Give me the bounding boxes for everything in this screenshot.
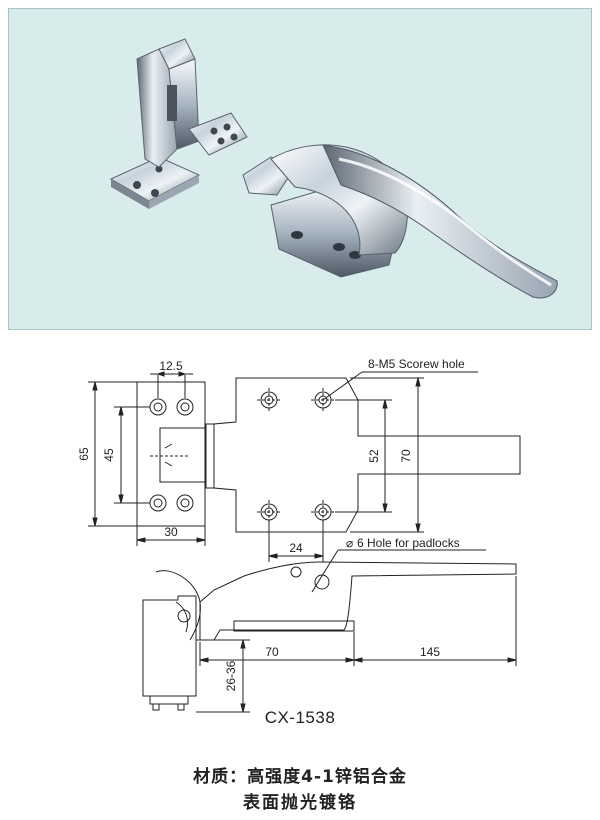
latch-base-plate xyxy=(233,620,355,632)
latch-photo-illustration xyxy=(109,38,558,299)
dim-strike-height-outer: 65 xyxy=(77,447,91,461)
latch-part xyxy=(242,144,558,299)
dim-padlock-symbol: ⌀ xyxy=(346,536,353,550)
model-code: CX-1538 xyxy=(264,708,336,727)
dim-strike-height-inner: 45 xyxy=(102,448,116,462)
strike-part xyxy=(109,38,248,209)
dim-strike-hole-spacing: 12.5 xyxy=(159,359,183,373)
dim-strike-width: 30 xyxy=(164,525,178,539)
strike-tongue xyxy=(205,423,215,489)
dim-latch-height: 70 xyxy=(399,449,413,463)
dim-gap-range: 26-36 xyxy=(224,660,238,691)
dim-latch-hole-vertical: 52 xyxy=(367,449,381,463)
product-photo xyxy=(8,8,592,330)
strike-hook xyxy=(155,570,201,641)
strike-side-outline xyxy=(142,595,197,697)
padlock-hole xyxy=(314,574,330,590)
strike-mounting-holes xyxy=(149,398,194,512)
technical-drawing: 12.5 65 45 30 8-M5 Scorew hole 52 70 24 … xyxy=(77,357,521,713)
strike-keeper xyxy=(159,427,207,483)
latch-mounting-holes xyxy=(260,391,332,521)
dim-base-length: 70 xyxy=(265,645,279,659)
dim-latch-hole-horizontal: 24 xyxy=(289,541,303,555)
material-caption: 材质：高强度4-1锌铝合金 xyxy=(193,767,407,787)
pivot-hole xyxy=(290,566,302,578)
hole-centerlines xyxy=(150,388,335,524)
dim-handle-length: 145 xyxy=(420,645,440,659)
latch-side-outline xyxy=(199,561,517,641)
finish-caption: 表面抛光镀铬 xyxy=(243,793,357,813)
dim-padlock-note: 6 Hole for padlocks xyxy=(357,536,460,550)
latch-body-outline xyxy=(213,377,521,533)
dim-screw-hole-note: 8-M5 Scorew hole xyxy=(368,357,465,371)
strike-plate-outline xyxy=(136,381,206,527)
